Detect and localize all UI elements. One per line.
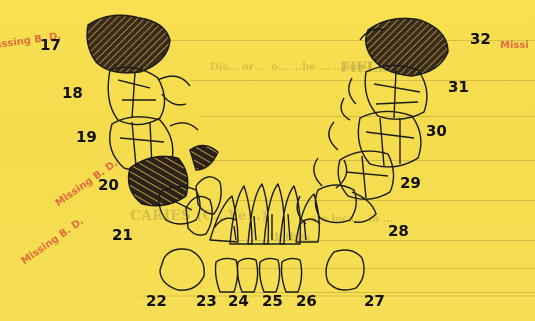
tooth-number-25: 25: [262, 292, 283, 310]
tooth-number-17: 17: [40, 36, 61, 54]
tooth-number-29: 29: [400, 174, 421, 192]
tooth-number-28: 28: [388, 222, 409, 240]
tooth-18: [108, 67, 164, 124]
tooth-number-22: 22: [146, 292, 167, 310]
tooth-number-19: 19: [76, 128, 97, 146]
tooth-20: [129, 156, 188, 205]
tooth-28: [315, 185, 356, 223]
tooth-26-crown: [282, 258, 302, 292]
tooth-number-18: 18: [62, 84, 83, 102]
tooth-number-20: 20: [98, 176, 119, 194]
tooth-25-crown: [260, 258, 280, 292]
tooth-24-crown: [238, 258, 258, 292]
tooth-number-27: 27: [364, 292, 385, 310]
tooth-number-31: 31: [448, 78, 469, 96]
tooth-27-crown: [326, 250, 364, 290]
tooth-number-23: 23: [196, 292, 217, 310]
tooth-number-30: 30: [426, 122, 447, 140]
tooth-number-26: 26: [296, 292, 317, 310]
tooth-17: [87, 15, 170, 73]
tooth-number-21: 21: [112, 226, 133, 244]
tooth-number-32: 32: [470, 30, 491, 48]
tooth-22-crown: [160, 249, 204, 290]
tooth-23-crown: [216, 258, 238, 292]
tooth-number-24: 24: [228, 292, 249, 310]
